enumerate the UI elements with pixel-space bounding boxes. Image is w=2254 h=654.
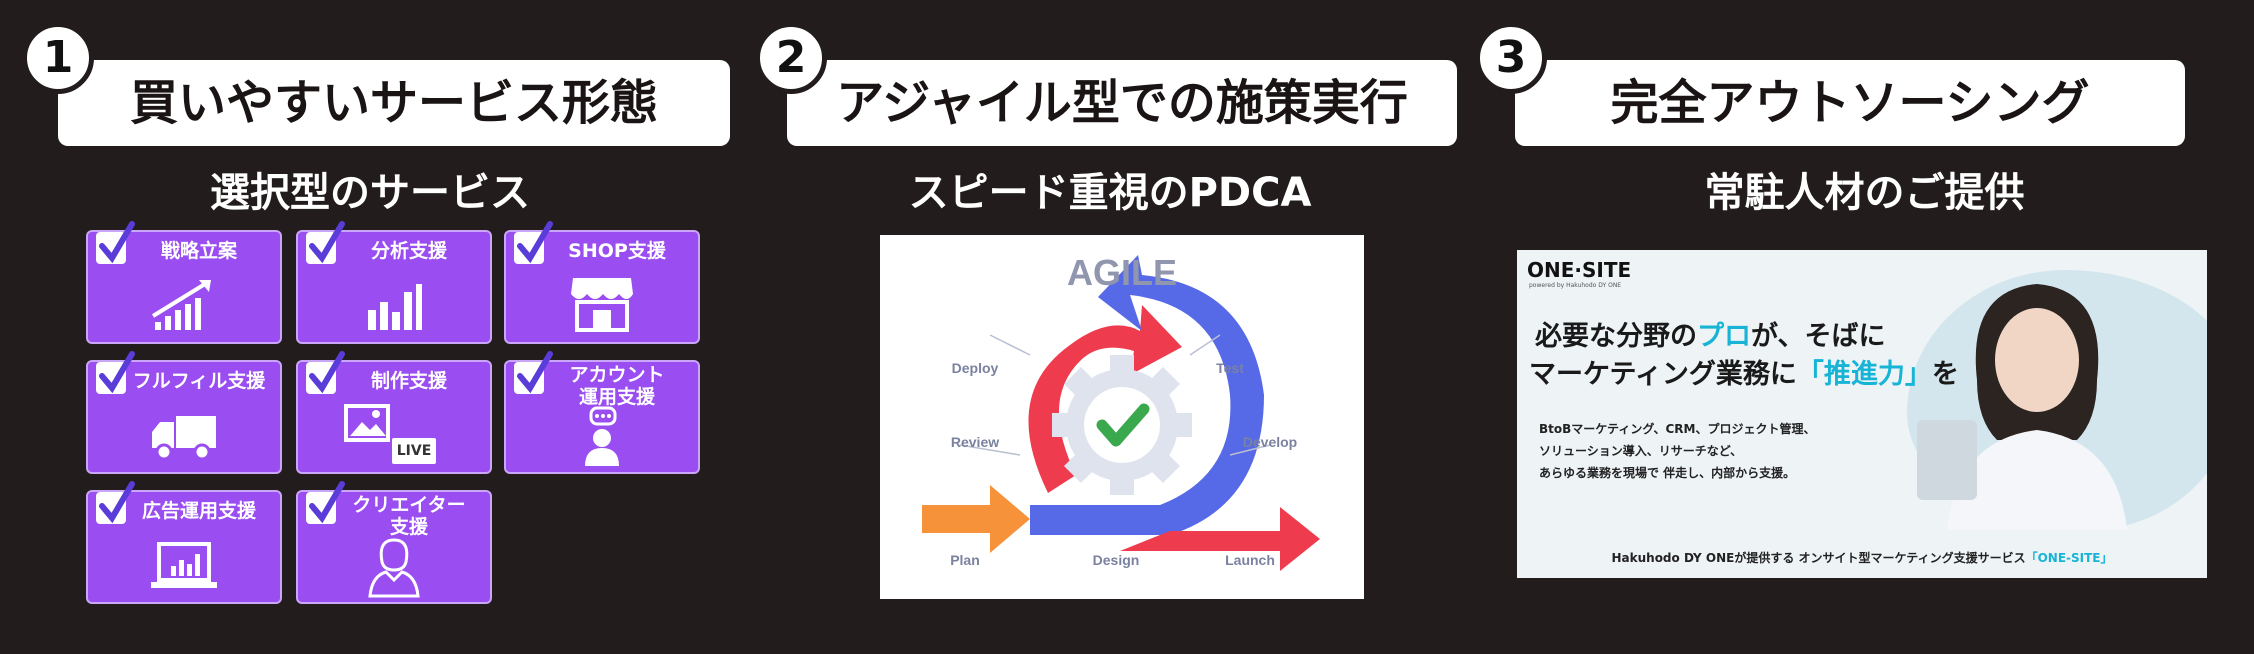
onesite-footer: Hakuhodo DY ONEが提供する オンサイト型マーケティング支援サービス… [1611,551,2113,565]
tile-analysis[interactable]: 分析支援 [296,221,492,344]
live-badge: LIVE [392,438,436,464]
stage-deploy: Deploy [952,360,999,376]
launch-arrow [1120,507,1320,571]
section-subtitle-3: 常駐人材のご提供 [1704,170,2025,216]
stage-review: Review [951,434,999,450]
tile-label: 制作支援 [370,370,447,392]
agile-title: AGILE [1067,252,1177,293]
section-subtitle-1: 選択型のサービス [210,170,530,216]
stage-launch: Launch [1225,552,1275,568]
tile-account-operation[interactable]: アカウント 運用支援 [504,351,700,474]
check-icon [1096,403,1150,447]
tile-label: SHOP支援 [568,240,666,262]
section-number-1: 1 [22,22,94,94]
section-number-3: 3 [1475,22,1547,94]
stage-design: Design [1093,552,1140,568]
section-2: 2 アジャイル型での施策実行 スピード重視のPDCA [745,0,1475,654]
tile-label: クリエイター 支援 [352,494,466,538]
section-1: 1 買いやすいサービス形態 選択型のサービス 戦略立案 分析支援 SHOP支援 … [0,0,740,654]
laptop-chart-icon [151,542,217,588]
checkbox-check-icon [514,221,553,264]
section-number-2: 2 [755,22,827,94]
checkbox-check-icon [96,351,135,394]
tile-production[interactable]: 制作支援 LIVE [296,351,492,474]
tile-creator[interactable]: クリエイター 支援 [296,481,492,604]
checkbox-check-icon [96,221,135,264]
checkbox-check-icon [306,221,345,264]
plan-arrow [922,485,1030,553]
onesite-headline-2: マーケティング業務に「推進力」を [1529,359,1959,390]
creator-person-icon [368,538,420,598]
image-live-icon: LIVE [344,404,444,466]
tile-strategy[interactable]: 戦略立案 [86,221,282,344]
tile-label: 広告運用支援 [141,500,256,522]
tile-ad-operation[interactable]: 広告運用支援 [86,481,282,604]
section-heading-2: アジャイル型での施策実行 [787,60,1457,146]
gear-icon [1052,355,1192,495]
section-subtitle-2: スピード重視のPDCA [908,170,1312,216]
section-heading-1: 買いやすいサービス形態 [58,60,730,146]
tile-fulfillment[interactable]: フルフィル支援 [86,351,282,474]
stage-test: Test [1216,360,1244,376]
delivery-truck-icon [152,416,216,461]
stage-plan: Plan [950,552,980,568]
tile-label: 戦略立案 [160,240,237,262]
woman-photo-icon [1917,284,2127,530]
red-cycle-arrow [1028,305,1182,493]
checkbox-check-icon [306,351,345,394]
tile-shop[interactable]: SHOP支援 [504,221,700,344]
tile-label: アカウント 運用支援 [569,364,665,408]
tile-label: 分析支援 [370,240,447,262]
bar-chart-icon [368,284,422,330]
checkbox-check-icon [514,351,553,394]
growth-chart-icon [151,280,211,330]
onesite-body: BtoBマーケティング、CRM、プロジェクト管理、 ソリューション導入、リサーチ… [1539,422,1816,480]
shop-icon [571,278,633,332]
tile-label: フルフィル支援 [132,370,266,392]
onesite-banner: ONE·SITE powered by Hakuhodo DY ONE 必要な分… [1517,250,2207,578]
section-3: 3 完全アウトソーシング 常駐人材のご提供 ONE·SITE powered b… [1475,0,2254,654]
agile-diagram: AGILE Deploy Test Review Develop Plan De… [880,235,1364,599]
support-person-icon [585,406,619,466]
checkbox-check-icon [96,481,135,524]
checkbox-check-icon [306,481,345,524]
section-heading-3: 完全アウトソーシング [1515,60,2185,146]
onesite-logo: ONE·SITE [1527,258,1632,282]
onesite-logo-sub: powered by Hakuhodo DY ONE [1529,282,1622,289]
stage-develop: Develop [1243,434,1297,450]
onesite-headline-1: 必要な分野のプロが、そばに [1535,321,1886,352]
blue-cycle-arrow [1030,255,1264,535]
